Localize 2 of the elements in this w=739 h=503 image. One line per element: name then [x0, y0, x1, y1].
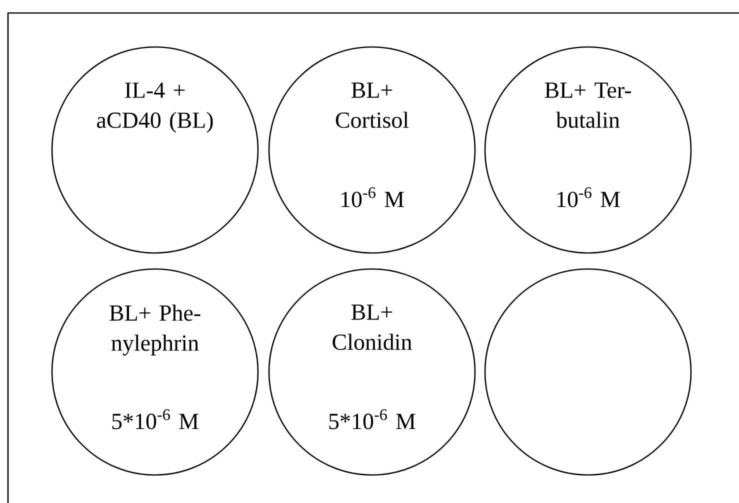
well-circle	[484, 268, 692, 476]
plate-frame	[7, 12, 739, 503]
